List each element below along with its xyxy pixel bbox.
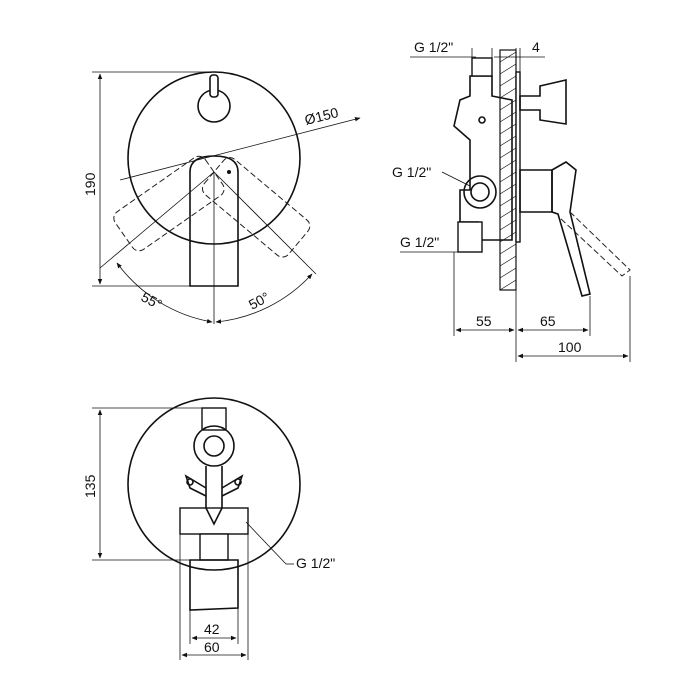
bottom-handle <box>189 559 239 611</box>
diverter-knob-side <box>519 78 567 125</box>
wall-section <box>499 49 517 291</box>
bottom-body <box>179 507 249 535</box>
angle-left-label: 55° <box>139 289 165 313</box>
outer-width-label: 60 <box>204 639 220 655</box>
thread-top-label: G 1/2" <box>414 39 453 55</box>
angle-arc-left <box>116 262 213 324</box>
handle-cartridge <box>519 169 553 213</box>
angle-ray-right <box>213 171 317 275</box>
depth-handle-label: 65 <box>540 313 556 329</box>
side-port-inner <box>470 182 490 202</box>
depth-total-label: 100 <box>558 339 582 355</box>
cover-plate-side <box>515 71 521 243</box>
handle-screw <box>227 170 231 174</box>
bottom-wing-left <box>184 474 207 497</box>
dim-height-label: 190 <box>82 172 98 196</box>
dim-diameter-line <box>119 117 361 181</box>
bottom-ring-outer <box>193 425 235 467</box>
bottom-taper <box>205 507 223 526</box>
leader-thread-middle <box>441 171 471 187</box>
bottom-wing-bolt-left <box>186 478 194 486</box>
bottom-ring-inner <box>203 435 225 457</box>
dim-wall-label: 4 <box>532 39 540 55</box>
handle-lever <box>189 155 239 287</box>
inlet-top <box>471 57 493 77</box>
thread-bottom-label: G 1/2" <box>400 234 439 250</box>
handle-lever-alt <box>559 211 631 277</box>
depth-body-label: 55 <box>476 313 492 329</box>
body-screw-hole <box>478 116 486 124</box>
angle-right-label: 50° <box>246 289 272 313</box>
bottom-thread-label: G 1/2" <box>296 555 335 571</box>
front-view: Ø150 190 55° 50° <box>82 71 361 324</box>
thread-middle-label: G 1/2" <box>392 164 431 180</box>
leader-bottom-thread <box>245 521 287 565</box>
angle-ray-left <box>99 171 215 269</box>
side-port-outer <box>463 175 497 209</box>
bottom-stem <box>205 466 223 508</box>
side-view: 4 G 1/2" G 1/2" G 1/2" 55 65 100 <box>392 39 631 362</box>
bottom-wing-bolt-right <box>234 478 242 486</box>
bottom-inlet <box>201 407 227 431</box>
diverter-knob-stem <box>209 74 219 98</box>
bottom-wing-right <box>221 474 244 497</box>
wall-hatching <box>499 51 517 291</box>
angle-arc-right <box>215 273 313 324</box>
outlet-bottom <box>457 221 483 253</box>
bottom-view: 135 G 1/2" 42 60 <box>82 397 335 660</box>
bottom-outlet <box>199 533 229 561</box>
inner-width-label: 42 <box>204 621 220 637</box>
bottom-height-label: 135 <box>82 474 98 498</box>
bottom-plate-outline <box>127 397 301 571</box>
handle-lever-side <box>551 161 591 297</box>
